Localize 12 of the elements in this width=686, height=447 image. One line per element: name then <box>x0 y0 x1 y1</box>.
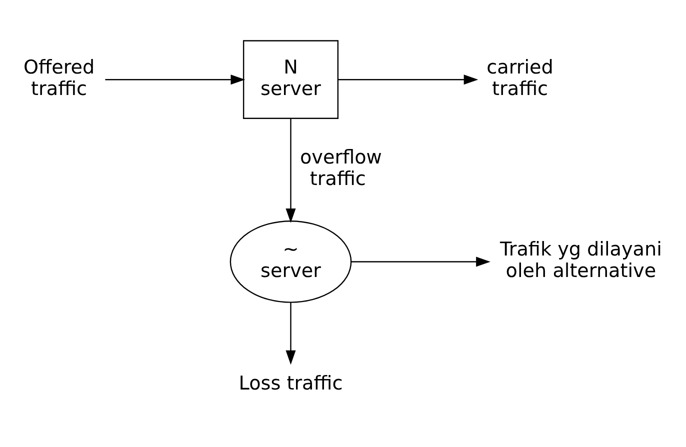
node-text: carried traffic <box>486 55 554 100</box>
arrow <box>286 302 296 365</box>
edge-label: overflow traffic <box>300 146 382 190</box>
arrow <box>286 118 296 223</box>
node-text: Offered traffic <box>23 55 95 100</box>
arrow <box>338 74 478 85</box>
node-box: N server <box>242 40 339 119</box>
node-text: Loss traffic <box>238 371 343 394</box>
node-text: Trafik yg dilayani oleh alternative <box>500 238 662 282</box>
arrow <box>351 256 490 267</box>
node-ellipse: ~ server <box>230 220 352 303</box>
arrow <box>105 74 246 85</box>
